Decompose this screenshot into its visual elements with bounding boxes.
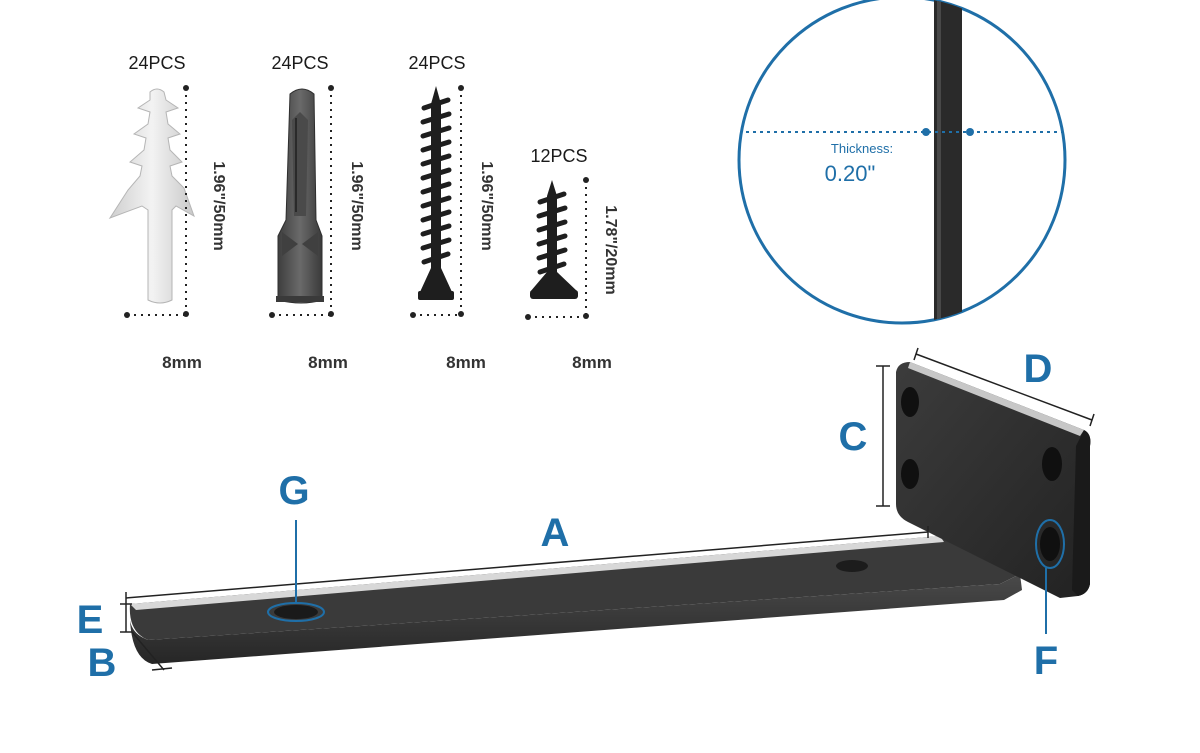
dimension-line-b [131, 631, 165, 671]
accessory-1-width: 8mm [162, 353, 202, 372]
dimension-line-a [125, 531, 929, 599]
accessory-4-length: 1.78"/20mm [602, 205, 619, 294]
arm-hole-rear [836, 560, 868, 572]
label-d: D [1024, 347, 1053, 391]
accessory-4-qty: 12PCS [530, 146, 587, 166]
plate-hole-1 [901, 387, 919, 417]
gray-wall-anchor: 24PCS 1.96"/50mm 8mm [269, 53, 365, 372]
short-screw: 12PCS 1.78"/20mm 8mm [525, 146, 619, 372]
thickness-label: Thickness: [831, 141, 893, 156]
thickness-magnifier [737, 0, 1067, 325]
bracket-horizontal-arm [129, 536, 1020, 640]
accessory-3-length: 1.96"/50mm [478, 161, 495, 250]
thickness-detail: Thickness: 0.20" [737, 0, 1067, 325]
label-e: E [77, 598, 104, 642]
arm-hole-front [274, 605, 318, 619]
accessory-1-qty: 24PCS [128, 53, 185, 73]
accessory-2-width: 8mm [308, 353, 348, 372]
label-c: C [839, 415, 868, 459]
accessory-1-length: 1.96"/50mm [210, 161, 227, 250]
white-wall-anchor: 24PCS 1.96"/50mm 8mm [108, 53, 227, 372]
white-anchor-icon [108, 88, 195, 304]
plate-hole-2 [901, 459, 919, 489]
callout-ring-f [1035, 519, 1065, 569]
long-screw-icon [418, 86, 454, 300]
thickness-value: 0.20" [825, 161, 876, 186]
dimension-line-d [915, 353, 1093, 421]
shelf-bracket [129, 362, 1091, 664]
plate-hole-4 [1040, 527, 1060, 561]
accessory-3-qty: 24PCS [408, 53, 465, 73]
label-g: G [278, 469, 309, 513]
gray-anchor-icon [276, 88, 324, 304]
label-b: B [88, 641, 117, 685]
label-a: A [541, 511, 570, 555]
long-screw: 24PCS 1.96"/50mm 8mm [408, 53, 495, 372]
accessory-2-length: 1.96"/50mm [348, 161, 365, 250]
short-screw-icon [530, 180, 578, 299]
plate-hole-3 [1042, 447, 1062, 481]
label-f: F [1034, 639, 1058, 683]
accessory-4-width: 8mm [572, 353, 612, 372]
dimension-annotations: A C D E B G F [77, 347, 1095, 685]
accessory-3-width: 8mm [446, 353, 486, 372]
accessory-2-qty: 24PCS [271, 53, 328, 73]
